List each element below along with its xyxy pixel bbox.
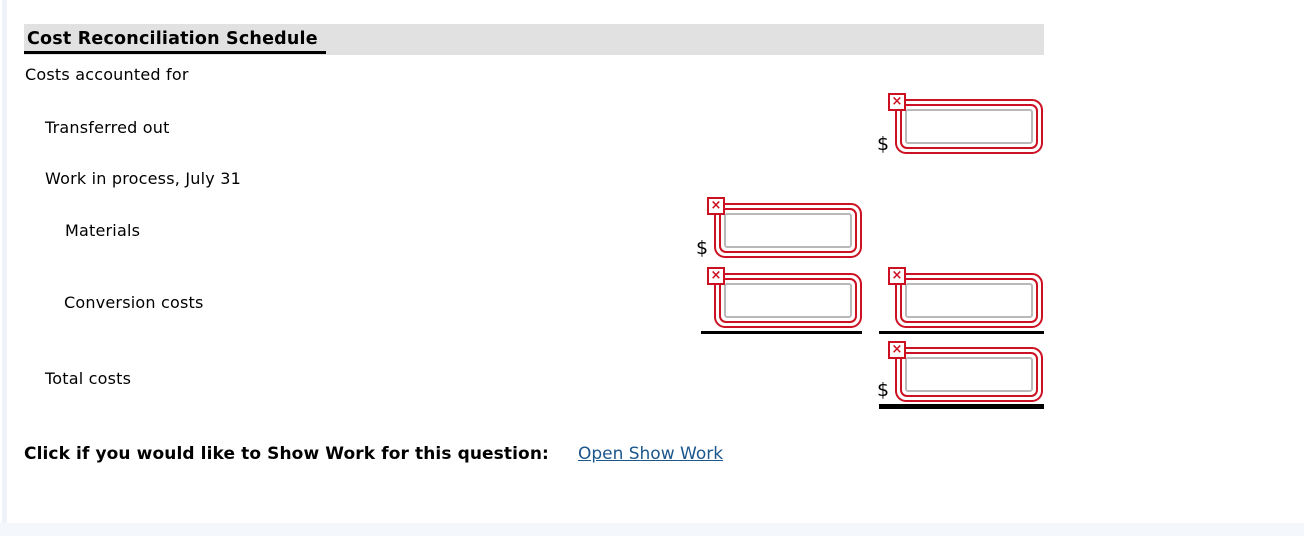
subtotal-rule-right	[879, 331, 1044, 334]
conversion-costs-right-input[interactable]	[905, 283, 1033, 318]
error-outline	[895, 273, 1043, 328]
grand-total-rule	[879, 404, 1044, 409]
label-materials: Materials	[65, 221, 141, 240]
materials-field-group: ×	[707, 197, 863, 259]
total-costs-input[interactable]	[905, 357, 1033, 392]
conversion-costs-right-field-group: ×	[888, 267, 1044, 329]
error-outline	[714, 273, 862, 328]
schedule-header-bar: Cost Reconciliation Schedule	[24, 24, 1044, 55]
show-work-row: Click if you would like to Show Work for…	[24, 444, 723, 464]
label-costs-accounted-for: Costs accounted for	[25, 65, 189, 84]
error-outline	[895, 347, 1043, 402]
error-x-icon: ×	[707, 267, 725, 285]
label-wip-july31: Work in process, July 31	[45, 169, 241, 188]
materials-input[interactable]	[724, 213, 852, 248]
conversion-costs-mid-input[interactable]	[724, 283, 852, 318]
total-costs-field-group: ×	[888, 341, 1044, 403]
error-x-icon: ×	[888, 267, 906, 285]
dollar-sign: $	[696, 237, 709, 259]
show-work-prompt: Click if you would like to Show Work for…	[24, 444, 549, 464]
subtotal-rule-mid	[701, 331, 862, 334]
bottom-edge-strip	[0, 523, 1304, 536]
dollar-sign: $	[877, 379, 890, 401]
label-transferred-out: Transferred out	[45, 118, 170, 137]
label-conversion-costs: Conversion costs	[64, 293, 204, 312]
label-total-costs: Total costs	[45, 369, 132, 388]
schedule-title: Cost Reconciliation Schedule	[24, 28, 326, 54]
left-edge-strip	[2, 0, 7, 523]
error-outline	[895, 99, 1043, 154]
open-show-work-link[interactable]: Open Show Work	[577, 444, 724, 464]
error-outline	[714, 203, 862, 258]
error-x-icon: ×	[888, 93, 906, 111]
error-x-icon: ×	[888, 341, 906, 359]
conversion-costs-mid-field-group: ×	[707, 267, 863, 329]
dollar-sign: $	[877, 133, 890, 155]
transferred-out-input[interactable]	[905, 109, 1033, 144]
transferred-out-field-group: ×	[888, 93, 1044, 155]
error-x-icon: ×	[707, 197, 725, 215]
